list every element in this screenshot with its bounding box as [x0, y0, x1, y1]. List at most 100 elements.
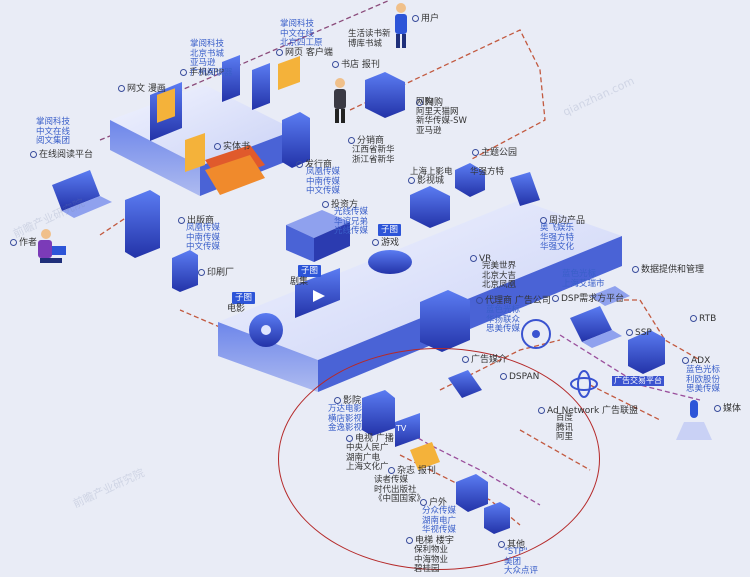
company-name: 百度 — [556, 413, 574, 423]
film-label: 电影 — [227, 304, 246, 314]
stage-label-outdoor: 户外 — [420, 498, 447, 508]
stage-label-tv: 电视 广播 — [346, 434, 394, 444]
stage-label-dspan: DSPAN — [500, 372, 539, 382]
company-list-e23: 百度腾讯阿里 — [556, 413, 574, 443]
stage-label-text: 电梯 楼宇 — [415, 536, 454, 546]
icon-building-print — [125, 190, 198, 292]
company-name: 上海文化广 — [346, 462, 389, 472]
node-dot-icon — [420, 499, 427, 506]
stage-label-text: 代理商 广告公司 — [485, 296, 551, 306]
company-name: 《中国国家》 — [374, 494, 426, 504]
node-dot-icon — [334, 397, 341, 404]
stage-label-publisher: 出版商 — [178, 216, 214, 226]
stage-label-rtb: RTB — [690, 314, 716, 324]
icon-shop-building — [365, 72, 405, 118]
company-name: 华谊兄弟 — [334, 216, 369, 227]
company-name: 亚马逊 — [416, 125, 442, 136]
node-dot-icon — [626, 329, 633, 336]
company-name: 大众点评 — [504, 566, 539, 576]
company-name: 上海上影电 — [410, 167, 453, 177]
company-list-e14: 蓝色光标上海艾瑞市 — [562, 269, 605, 289]
node-dot-icon — [412, 15, 419, 22]
company-list-e21: 保利物业中海物业碧桂园 — [414, 545, 448, 575]
icon-servers — [590, 286, 665, 374]
node-dot-icon — [498, 541, 505, 548]
node-dot-icon — [632, 266, 639, 273]
company-name: 北京大吉 — [482, 270, 517, 281]
node-dot-icon — [30, 151, 37, 158]
company-name: 华强方特 — [470, 167, 505, 177]
stage-label-text: 影视城 — [417, 176, 445, 186]
stage-label-adx: ADX — [682, 356, 710, 366]
node-dot-icon — [538, 407, 545, 414]
icon-phones — [222, 55, 300, 110]
stage-label-text: 影院 — [343, 396, 362, 406]
company-list-e13: 完美世界北京大吉北京凤凰 — [482, 261, 517, 291]
node-dot-icon — [322, 201, 329, 208]
icon-atom — [570, 370, 598, 398]
icon-investor-block — [286, 210, 350, 262]
node-dot-icon — [714, 405, 721, 412]
company-name: 横店影视 — [328, 413, 363, 424]
stage-label-text: 户外 — [429, 498, 448, 508]
drama-label: 剧集 — [290, 277, 309, 287]
node-dot-icon — [470, 255, 477, 262]
company-name: 利欧股份 — [686, 374, 721, 385]
company-name: 奥飞娱乐 — [540, 223, 575, 233]
stage-label-online-reading: 在线阅读平台 — [30, 150, 93, 160]
node-dot-icon — [388, 467, 395, 474]
icon-person-author — [38, 229, 66, 263]
stage-label-text: 网页 客户端 — [285, 48, 333, 58]
company-name: 中文传媒 — [306, 186, 341, 196]
stage-label-dsp: DSP需求方平台 — [552, 294, 624, 304]
stage-label-text: 投资方 — [331, 200, 359, 210]
company-name: 万达电影 — [328, 404, 363, 414]
icon-screen — [295, 268, 340, 318]
subgraph-tag[interactable]: 子图 — [232, 292, 256, 304]
node-dot-icon — [214, 143, 221, 150]
company-name: 中文传媒 — [186, 242, 221, 252]
stage-label-text: 其他 — [507, 540, 526, 550]
company-name: 北京凤凰 — [482, 280, 517, 290]
stage-label-text: 出版商 — [187, 216, 215, 226]
company-name: 阿里 — [556, 432, 574, 442]
icon-film-reel — [249, 313, 283, 347]
company-list-e15: 蓝色光标利欧股份思美传媒 — [686, 365, 721, 395]
company-name: 腾讯 — [556, 422, 574, 433]
stage-label-ad-media: 广告媒介 — [462, 355, 507, 365]
stage-label-vr: VR — [470, 254, 491, 264]
stage-label-agency: 代理商 广告公司 — [476, 296, 551, 306]
stage-label-text: 在线阅读平台 — [39, 150, 94, 160]
icon-books — [185, 133, 265, 195]
company-name: 光线传媒 — [334, 207, 369, 217]
company-name: 思美传媒 — [686, 384, 721, 394]
stage-label-issuer: 发行商 — [296, 160, 332, 170]
company-name: 金逸影视 — [328, 423, 363, 433]
stage-label-media: 媒体 — [714, 404, 741, 414]
company-name: 阅文集团 — [36, 136, 71, 146]
stage-label-magazine: 杂志 报刊 — [388, 466, 436, 476]
stage-label-ad-network: Ad Network 广告联盟 — [538, 406, 638, 416]
company-list-e20: 分众传媒湖南电广华视传媒 — [422, 506, 457, 536]
stage-label-text: 媒体 — [723, 404, 742, 414]
company-list-e4: 生活读书新博库书城 — [348, 29, 391, 49]
company-name: 湖南广电 — [346, 452, 381, 463]
stage-label-investor: 投资方 — [322, 200, 358, 210]
company-list-e19: 读者传媒时代出版社《中国国家》 — [374, 475, 426, 505]
company-name: 中南传媒 — [186, 232, 221, 243]
stage-label-data-provider: 数据提供和管理 — [632, 265, 704, 275]
company-name: 博库书城 — [348, 38, 383, 49]
company-list-e7: 凤凰传媒中南传媒中文传媒 — [306, 167, 341, 197]
node-dot-icon — [408, 177, 415, 184]
company-name: 上海艾瑞市 — [562, 278, 605, 289]
subgraph-tag[interactable]: 子图 — [378, 224, 402, 236]
company-name: 蓝色光标 — [486, 305, 521, 315]
company-name: 读者传媒 — [374, 475, 409, 485]
company-name: 中南传媒 — [306, 176, 341, 187]
company-name: 湖南电广 — [422, 515, 457, 526]
stage-label-online-shop: 网购 — [416, 98, 443, 108]
company-name: 凤凰传媒 — [306, 167, 341, 177]
icon-skyscraper — [420, 290, 470, 352]
subgraph-tag[interactable]: 子图 — [298, 265, 322, 277]
